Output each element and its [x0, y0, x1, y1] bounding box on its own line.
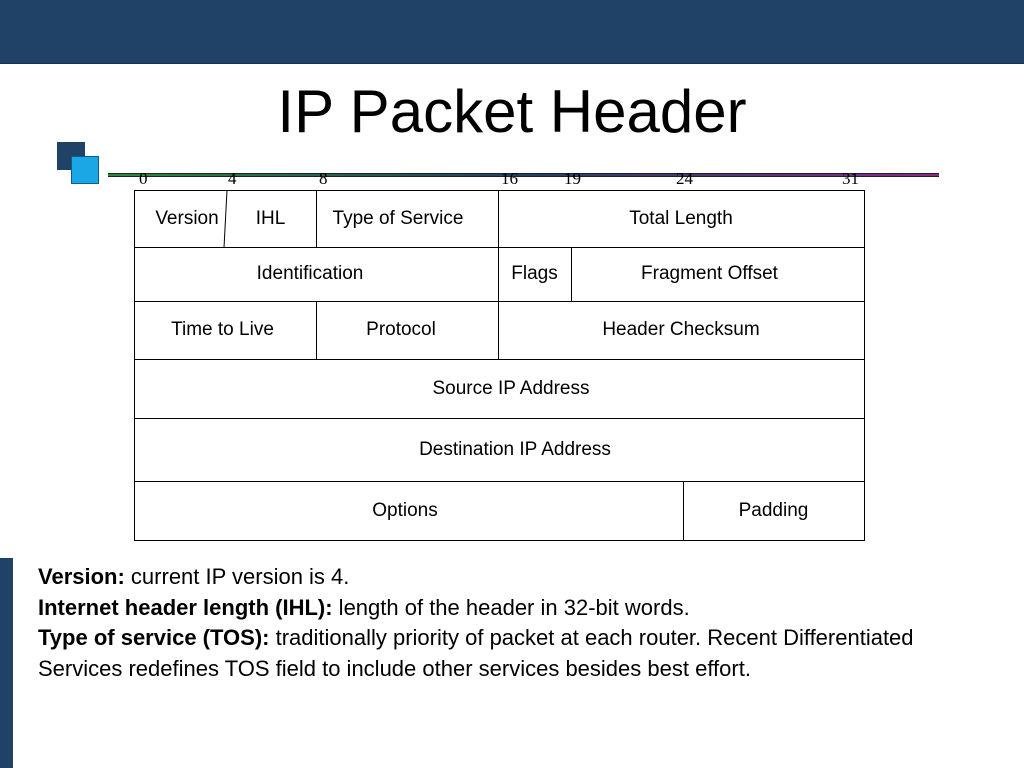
note-term: Type of service (TOS):: [38, 625, 270, 650]
bit-label-4: 4: [228, 169, 237, 188]
field-source-ip-address: Source IP Address: [432, 377, 590, 399]
field-divider: [571, 247, 572, 301]
bit-label-31: 31: [842, 169, 859, 188]
notes-text: Version: current IP version is 4. Intern…: [38, 562, 988, 684]
note-description: length of the header in 32-bit words.: [332, 594, 690, 620]
field-time-to-live: Time to Live: [171, 319, 274, 340]
bit-label-24: 24: [676, 169, 693, 188]
field-identification: Identification: [256, 263, 364, 284]
bit-ruler-line: [108, 173, 939, 177]
ip-header-table: Version IHL Type of Service Total Length…: [134, 190, 865, 541]
note-description: current IP version is 4.: [124, 564, 350, 589]
note-tos: Type of service (TOS): traditionally pri…: [38, 623, 988, 684]
field-divider: [498, 191, 499, 359]
field-divider: [683, 481, 684, 540]
field-padding: Padding: [738, 499, 809, 521]
note-version: Version: current IP version is 4.: [38, 562, 988, 593]
field-total-length: Total Length: [629, 208, 733, 229]
note-description: traditionally priority of packet at each…: [38, 625, 914, 681]
field-fragment-offset: Fragment Offset: [641, 263, 778, 284]
field-type-of-service: Type of Service: [332, 208, 464, 229]
bit-label-0: 0: [139, 169, 148, 188]
slide-title: IP Packet Header: [277, 78, 747, 145]
note-ihl: Internet header length (IHL): length of …: [38, 593, 988, 624]
field-ihl: IHL: [255, 208, 286, 229]
field-divider: [316, 191, 317, 247]
row-divider: [135, 247, 864, 248]
left-accent-bar: [0, 558, 13, 768]
field-flags: Flags: [511, 263, 558, 284]
note-term: Version:: [38, 564, 125, 589]
field-version: Version: [155, 208, 219, 229]
row-divider: [135, 481, 864, 482]
logo-light-square-icon: [71, 156, 99, 184]
row-divider: [135, 418, 864, 419]
bit-label-16: 16: [501, 169, 518, 188]
row-divider: [135, 301, 864, 302]
field-header-checksum: Header Checksum: [602, 319, 760, 340]
row-divider: [135, 359, 864, 360]
top-banner: [0, 0, 1024, 64]
field-destination-ip-address: Destination IP Address: [419, 438, 611, 460]
field-divider: [316, 301, 317, 359]
note-term: Internet header length (IHL):: [38, 594, 333, 620]
bit-label-19: 19: [564, 169, 581, 188]
bit-label-8: 8: [319, 169, 328, 188]
field-options: Options: [372, 499, 438, 521]
field-protocol: Protocol: [366, 319, 436, 340]
